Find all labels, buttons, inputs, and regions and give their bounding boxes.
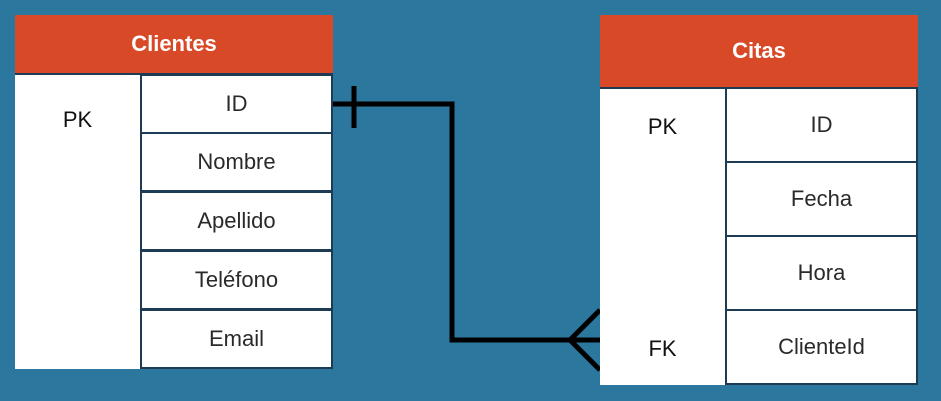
field-id: ID xyxy=(725,87,918,163)
crows-foot-upper xyxy=(568,308,602,342)
crows-foot-lower xyxy=(568,338,602,372)
field-apellido: Apellido xyxy=(140,191,333,251)
relationship-line xyxy=(333,101,600,343)
field-nombre: Nombre xyxy=(140,132,333,192)
field-fecha: Fecha xyxy=(725,161,918,237)
entity-citas: Citas PK FK ID Fecha Hora ClienteId xyxy=(600,15,918,385)
field-id: ID xyxy=(140,74,333,134)
field-telefono: Teléfono xyxy=(140,250,333,310)
field-email: Email xyxy=(140,309,333,369)
pk-label: PK xyxy=(647,114,678,139)
entity-title: Citas xyxy=(600,15,918,89)
field-hora: Hora xyxy=(725,235,918,311)
pk-label: PK xyxy=(62,107,93,132)
entity-clientes: Clientes PK ID Nombre Apellido Teléfono … xyxy=(15,15,333,369)
fk-label: FK xyxy=(648,336,677,361)
entity-title: Clientes xyxy=(15,15,333,75)
field-clienteid: ClienteId xyxy=(725,309,918,385)
